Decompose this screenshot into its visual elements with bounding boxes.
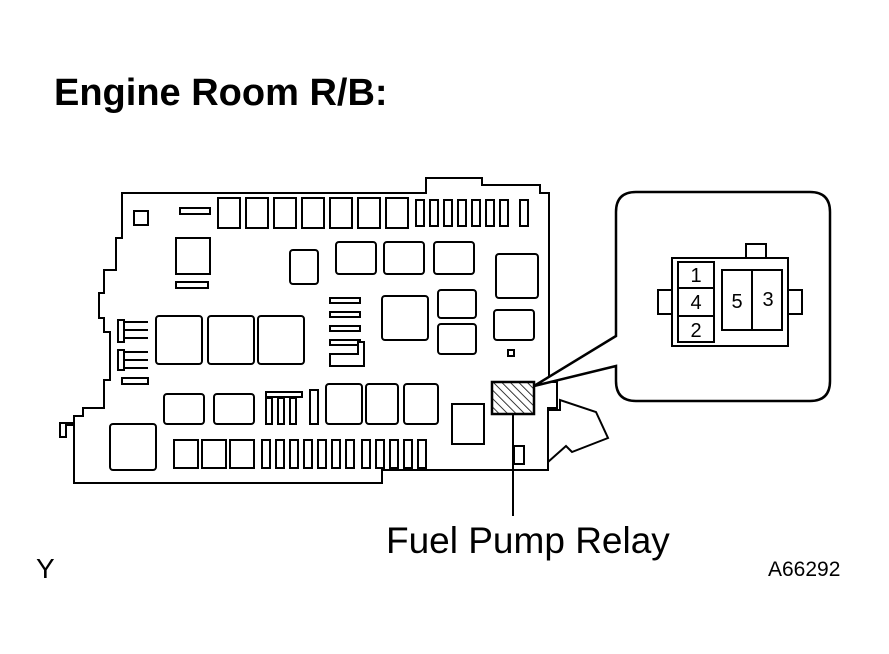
relay-connector-face: [657, 243, 803, 347]
lower-relays: [109, 383, 485, 471]
connector-tab: [513, 445, 525, 465]
pin-3-label: 3: [762, 289, 773, 311]
corner-mark: Y: [36, 553, 55, 584]
middle-relays: [175, 237, 539, 367]
fuel-pump-relay-label: Fuel Pump Relay: [386, 520, 670, 561]
bottom-fuse-row: [173, 439, 427, 469]
pin-2-label: 2: [690, 320, 701, 342]
relay-block-side-connector: [547, 398, 610, 463]
pin-1-label: 1: [690, 265, 701, 287]
pin-5-label: 5: [731, 291, 742, 313]
top-fuse-row: [133, 197, 529, 229]
page-title: Engine Room R/B:: [54, 72, 388, 114]
figure-code: A66292: [768, 558, 840, 581]
pin-4-label: 4: [690, 292, 701, 314]
left-relays: [117, 315, 305, 385]
fuel-pump-relay: [490, 380, 536, 416]
